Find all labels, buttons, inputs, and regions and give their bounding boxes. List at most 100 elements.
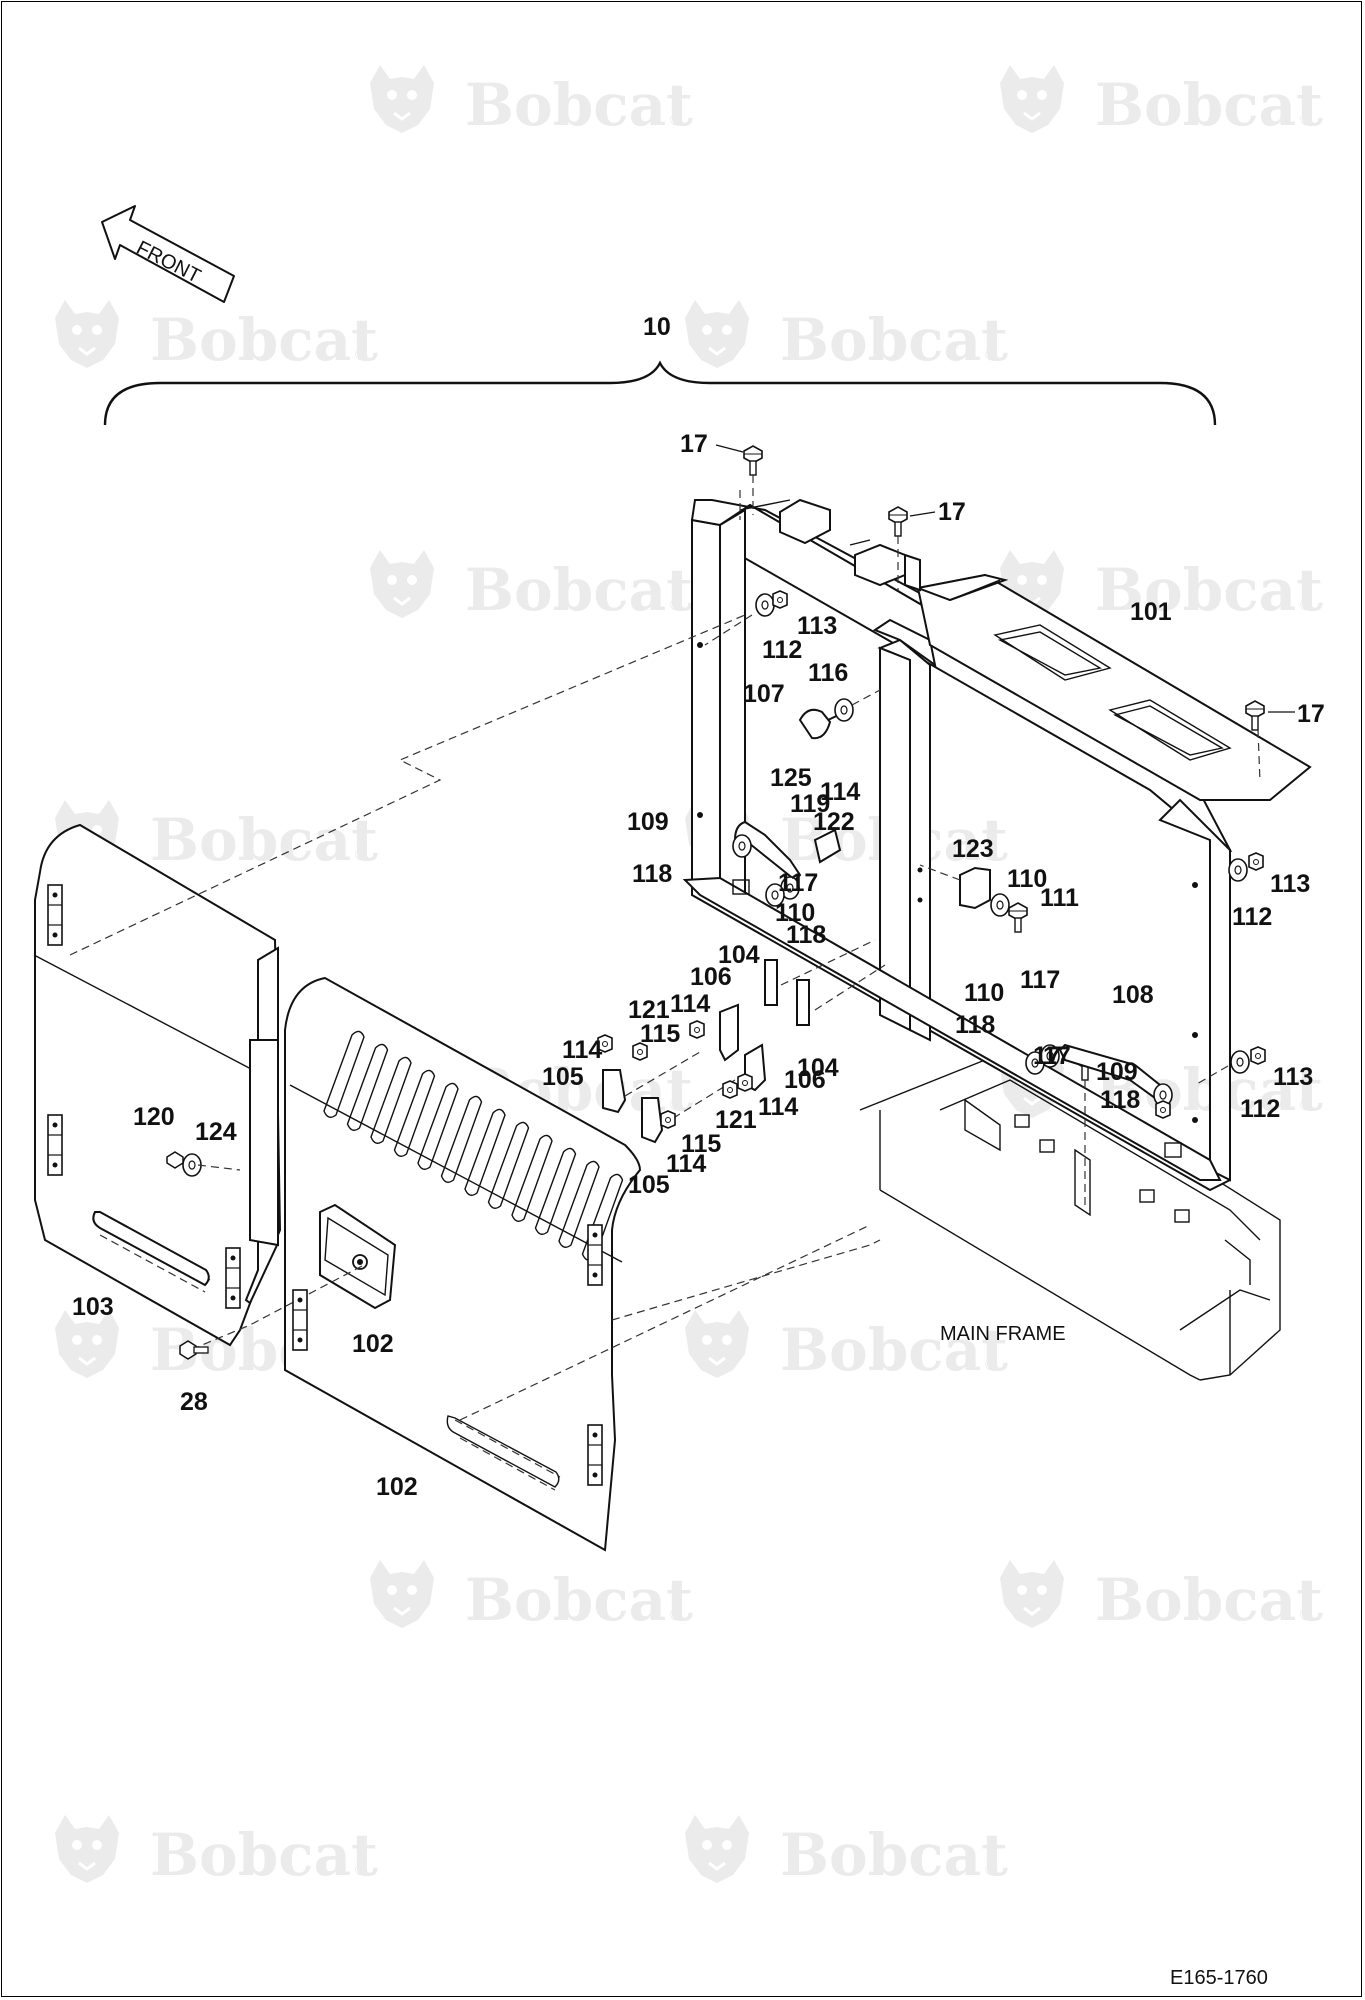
washer-116 [834,698,854,722]
bobcat-watermark: Bobcat® [53,1813,378,1889]
watermark-registered-mark: ® [1300,112,1312,129]
watermark-registered-mark: ® [1300,1607,1312,1624]
strike-104-right [796,979,810,1026]
part-callout: 17 [1297,700,1325,728]
bolt-17-lower [1061,1050,1095,1210]
bobcat-head-icon [368,548,436,620]
part-callout: 102 [376,1473,418,1501]
cooling-slot [393,1069,436,1157]
part-callout: 114 [670,990,710,1018]
part-callout: 112 [1232,903,1272,931]
hinge-102-right-top [587,1224,603,1286]
bobcat-watermark: Bobcat® [998,1558,1323,1634]
cooling-slot [346,1043,389,1131]
part-callout: 113 [797,612,837,640]
bobcat-watermark: Bobcat® [368,1558,693,1634]
watermark-text: Bobcat [465,71,693,139]
hinge-102-right-bottom [587,1424,603,1486]
bobcat-head-icon [368,1558,436,1630]
plate-123 [959,866,991,910]
watermark-registered-mark: ® [670,597,682,614]
bolt-121-lower [722,1080,738,1099]
watermark-registered-mark: ® [670,1607,682,1624]
bracket-105-left [602,1069,627,1114]
part-callout: 117 [1020,966,1060,994]
bobcat-head-icon [998,63,1066,135]
bolt-28 [179,1340,209,1360]
watermark-text: Bobcat [780,1316,1008,1384]
bolt-17-mid [888,506,936,590]
part-callout: 115 [640,1020,680,1048]
cooling-slot [464,1108,506,1196]
watermark-registered-mark: ® [985,347,997,364]
hinge-left-top [47,884,63,946]
bolt-111 [1008,902,1028,933]
watermark-text: Bobcat [465,556,693,624]
part-callout: 110 [1007,865,1047,893]
bobcat-watermark: Bobcat® [368,548,693,624]
part-callout: 17 [938,498,966,526]
bolt-17-top [715,444,763,520]
cooling-slots [323,1030,624,1261]
part-callout: 111 [1040,884,1079,912]
part-callout: 28 [180,1388,208,1416]
cooling-slot [511,1134,553,1222]
part-callout: 115 [681,1130,721,1158]
main-frame-label: MAIN FRAME [940,1323,1066,1345]
part-callout: 106 [690,963,732,991]
part-callout: 114 [666,1150,706,1178]
bobcat-head-icon [53,298,121,370]
part-callout: 114 [758,1093,798,1121]
part-callout: 105 [628,1171,670,1199]
bobcat-watermark: Bobcat® [998,63,1323,139]
part-callout: 103 [72,1293,114,1321]
nut-118-lower [1155,1100,1171,1119]
strike-104-left [764,959,778,1006]
watermark-text: Bobcat [1095,71,1323,139]
part-callout: 104 [718,941,760,969]
part-callout: 118 [955,1011,995,1039]
watermark-text: Bobcat [465,1566,693,1634]
part-callout: 121 [628,996,670,1024]
part-callout: 102 [352,1330,394,1358]
latch-106-upper [719,1003,739,1062]
watermark-registered-mark: ® [1300,1097,1312,1114]
washer-110-right [990,893,1010,917]
frame-assembly [682,498,1312,1192]
watermark-text: Bobcat [780,1821,1008,1889]
watermark-registered-mark: ® [985,1862,997,1879]
side-panel-103 [33,614,746,1347]
watermark-registered-mark: ® [1300,597,1312,614]
part-callout: 106 [784,1066,826,1094]
bobcat-watermark: Bobcat® [683,1813,1008,1889]
part-callout: 110 [964,979,1004,1007]
nut-113-lower [1250,1046,1266,1065]
front-direction-arrow: FRONT [101,205,235,303]
bobcat-watermark: Bobcat® [53,298,378,374]
part-callout: 104 [797,1054,839,1082]
bobcat-head-icon [53,1813,121,1885]
washer-109-left [732,834,752,858]
watermark-registered-mark: ® [670,1097,682,1114]
part-callout: 112 [762,636,802,664]
part-callout: 108 [1112,981,1154,1009]
assembly-bracket: 10 [103,313,1217,426]
cooling-slot [558,1160,600,1248]
nut-114-c [737,1073,753,1092]
part-callout: 112 [1240,1095,1280,1123]
part-callout: 122 [813,808,855,836]
watermark-registered-mark: ® [355,847,367,864]
part-callout: 123 [952,835,994,863]
part-callout: 107 [743,680,785,708]
cooling-slot [417,1082,459,1170]
bobcat-head-icon [998,1558,1066,1630]
watermark-text: Bobcat [1095,1566,1323,1634]
part-callout: 120 [133,1103,175,1131]
bobcat-head-icon [683,1308,751,1380]
part-callout: 116 [808,659,848,687]
washer-112-lower [1230,1050,1250,1074]
clip-122 [813,828,842,864]
